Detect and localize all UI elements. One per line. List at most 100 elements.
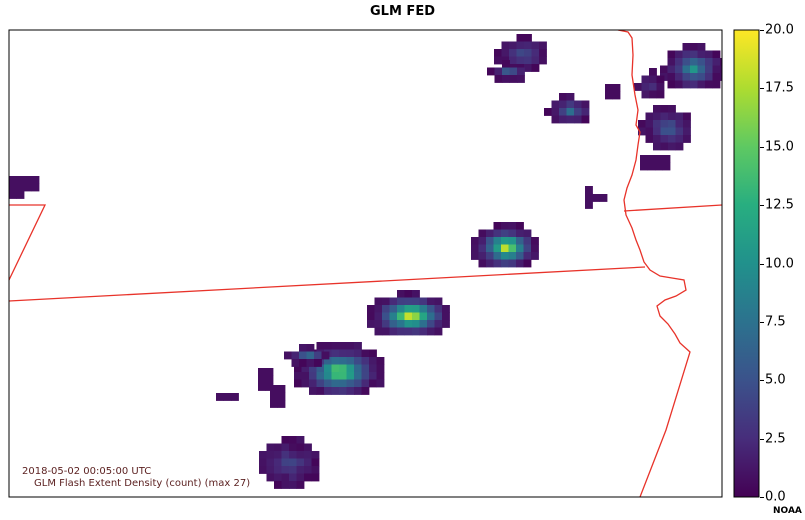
density-pixel [331, 372, 340, 380]
density-pixel [531, 244, 539, 253]
product-label: GLM Flash Extent Density (count) (max 27… [34, 478, 251, 489]
density-pixel [412, 305, 420, 313]
density-pixel [281, 443, 290, 452]
density-pixel [361, 364, 370, 373]
density-pixel [270, 392, 278, 401]
density-pixel [690, 80, 698, 89]
density-pixel [324, 364, 332, 373]
density-pixel [397, 290, 405, 298]
density-pixel [697, 43, 706, 51]
density-pixel [653, 127, 661, 136]
density-pixel [697, 50, 706, 59]
density-pixel [516, 41, 525, 50]
state-border-west [9, 204, 47, 281]
density-pixel [612, 91, 621, 100]
density-pixel [668, 127, 676, 136]
density-pixel [581, 108, 590, 116]
state-border-river [617, 30, 691, 497]
density-pixel [668, 120, 676, 128]
density-pixel [296, 473, 305, 482]
timestamp: 2018-05-02 00:05:00 UTC [22, 466, 152, 477]
density-pixel [339, 342, 347, 350]
density-pixel [471, 237, 479, 245]
density-pixel [331, 349, 340, 358]
density-pixel [294, 379, 302, 388]
density-pixel [566, 93, 575, 101]
density-pixel [24, 183, 32, 192]
density-pixel [382, 305, 390, 313]
density-pixel [509, 56, 517, 65]
density-pixel [361, 387, 370, 395]
density-pixel [712, 58, 721, 66]
density-pixel [281, 481, 290, 489]
density-pixel [516, 34, 525, 42]
density-pixel [585, 193, 593, 202]
density-pixel [281, 466, 290, 474]
density-pixel [274, 458, 282, 467]
density-pixel [419, 320, 428, 328]
density-pixel [544, 108, 552, 116]
density-pixel [277, 392, 286, 401]
density-pixel [306, 359, 315, 367]
density-pixel [486, 237, 494, 245]
colorbar [733, 29, 760, 498]
density-pixel [346, 357, 355, 365]
density-pixel [551, 100, 560, 109]
colorbar-tick-label: 10.0 [765, 256, 794, 271]
density-pixel [316, 364, 325, 373]
credit-label: NOAA [773, 506, 802, 516]
density-pixel [294, 364, 302, 373]
density-pixel [675, 120, 684, 128]
density-pixel [9, 191, 17, 199]
density-pixel [656, 83, 665, 91]
density-pixel [660, 65, 668, 74]
density-pixel [427, 297, 435, 306]
colorbar-tick-mark [760, 146, 764, 148]
density-pixel [690, 73, 698, 81]
density-pixel [427, 320, 435, 328]
density-pixel [389, 320, 398, 328]
density-pixel [31, 176, 40, 184]
density-pixel [581, 100, 590, 109]
density-pixel [478, 259, 487, 268]
density-pixel [655, 155, 663, 163]
density-pixel [508, 244, 517, 253]
density-pixel [369, 349, 377, 358]
density-pixel [645, 120, 654, 128]
density-pixel [296, 443, 305, 452]
density-pixel [324, 387, 332, 395]
density-pixel [266, 473, 275, 482]
density-pixel [697, 58, 706, 66]
density-pixel [304, 458, 312, 467]
density-pixel [705, 65, 713, 74]
density-pixel [531, 41, 540, 50]
density-pixel [277, 400, 286, 408]
density-pixel [668, 112, 676, 121]
colorbar-tick-mark [760, 321, 764, 323]
density-pixel [675, 112, 684, 121]
density-pixel [656, 75, 665, 84]
density-pixel [516, 252, 524, 260]
density-pixel [258, 383, 266, 391]
density-pixel [331, 342, 340, 350]
density-pixel [309, 379, 317, 388]
density-pixel [281, 473, 290, 482]
density-pixel [523, 229, 532, 238]
density-pixel [324, 379, 332, 388]
density-pixel [675, 142, 684, 151]
density-pixel [296, 436, 305, 444]
density-pixel [493, 229, 502, 238]
density-pixel [653, 135, 661, 143]
colorbar-tick-label: 7.5 [765, 314, 786, 330]
density-pixel [612, 84, 621, 92]
density-pixel [675, 80, 683, 89]
density-pixel [434, 327, 443, 336]
density-pixel [265, 375, 274, 384]
density-pixel [660, 120, 669, 128]
density-pixel [559, 108, 567, 116]
density-pixel [265, 368, 274, 376]
density-pixel [486, 229, 494, 238]
density-pixel [289, 473, 297, 482]
density-pixel [419, 297, 428, 306]
